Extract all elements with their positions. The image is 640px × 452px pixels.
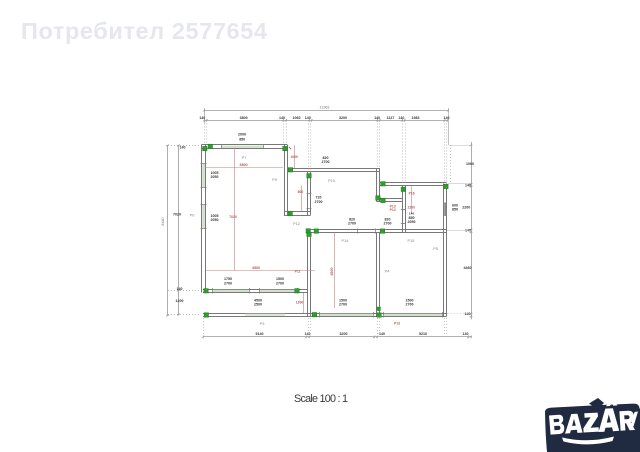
svg-text:5210: 5210 bbox=[419, 332, 427, 336]
svg-text:140: 140 bbox=[305, 332, 311, 336]
svg-text:140: 140 bbox=[305, 116, 311, 120]
svg-text:P9: P9 bbox=[272, 177, 277, 182]
svg-text:3800: 3800 bbox=[240, 116, 248, 120]
svg-text:1500: 1500 bbox=[406, 298, 414, 302]
svg-text:140: 140 bbox=[444, 116, 450, 120]
svg-text:2700: 2700 bbox=[339, 303, 347, 307]
svg-text:P5: P5 bbox=[433, 246, 438, 251]
svg-text:1005: 1005 bbox=[211, 214, 219, 218]
svg-text:1983: 1983 bbox=[412, 116, 420, 120]
svg-text:4500: 4500 bbox=[252, 266, 260, 270]
svg-text:P16: P16 bbox=[409, 191, 415, 195]
svg-text:140: 140 bbox=[177, 287, 183, 291]
svg-text:2000: 2000 bbox=[238, 132, 246, 136]
svg-text:P15: P15 bbox=[408, 238, 415, 243]
svg-text:1060: 1060 bbox=[290, 155, 298, 159]
svg-text:140: 140 bbox=[379, 332, 385, 336]
svg-text:1060: 1060 bbox=[466, 162, 474, 166]
svg-text:2700: 2700 bbox=[348, 221, 356, 225]
svg-text:1200: 1200 bbox=[176, 299, 184, 303]
svg-text:1005: 1005 bbox=[211, 171, 219, 175]
svg-text:140: 140 bbox=[409, 211, 414, 215]
svg-text:2050: 2050 bbox=[211, 175, 219, 179]
svg-text:1060: 1060 bbox=[293, 116, 301, 120]
svg-text:4460: 4460 bbox=[464, 266, 472, 270]
svg-text:140: 140 bbox=[180, 145, 186, 149]
svg-text:7020: 7020 bbox=[173, 213, 181, 217]
svg-text:3200: 3200 bbox=[339, 116, 347, 120]
svg-text:2200: 2200 bbox=[462, 205, 470, 209]
svg-text:140: 140 bbox=[279, 116, 285, 120]
svg-text:P14: P14 bbox=[342, 238, 350, 243]
svg-text:P12: P12 bbox=[293, 221, 300, 226]
svg-text:2700: 2700 bbox=[276, 281, 284, 285]
svg-text:140: 140 bbox=[374, 116, 380, 120]
svg-text:1500: 1500 bbox=[339, 298, 347, 302]
svg-text:850: 850 bbox=[409, 216, 415, 220]
svg-text:820: 820 bbox=[349, 217, 355, 221]
svg-text:1500: 1500 bbox=[276, 277, 284, 281]
svg-text:P12: P12 bbox=[390, 208, 396, 212]
svg-text:2700: 2700 bbox=[315, 200, 323, 204]
svg-text:P13: P13 bbox=[394, 321, 400, 325]
svg-text:850: 850 bbox=[452, 208, 458, 212]
svg-text:P6: P6 bbox=[190, 212, 195, 217]
svg-text:140: 140 bbox=[199, 116, 205, 120]
svg-text:820: 820 bbox=[385, 217, 391, 221]
svg-text:11963: 11963 bbox=[320, 106, 330, 110]
svg-text:P7: P7 bbox=[242, 155, 247, 160]
svg-text:2700: 2700 bbox=[224, 281, 232, 285]
svg-text:P3: P3 bbox=[260, 321, 265, 326]
svg-text:140: 140 bbox=[398, 116, 404, 120]
svg-text:2050: 2050 bbox=[211, 218, 219, 222]
svg-text:140: 140 bbox=[465, 183, 471, 187]
svg-text:140: 140 bbox=[463, 332, 469, 336]
svg-text:P13: P13 bbox=[390, 205, 396, 209]
svg-text:1750: 1750 bbox=[224, 277, 232, 281]
svg-text:3200: 3200 bbox=[340, 332, 348, 336]
svg-text:2700: 2700 bbox=[406, 303, 414, 307]
svg-text:P10: P10 bbox=[328, 178, 336, 183]
svg-text:8440: 8440 bbox=[161, 217, 165, 225]
svg-text:P4: P4 bbox=[385, 268, 391, 273]
svg-text:2700: 2700 bbox=[384, 221, 392, 225]
svg-text:2050: 2050 bbox=[408, 220, 416, 224]
svg-text:5140: 5140 bbox=[256, 332, 264, 336]
svg-text:4500: 4500 bbox=[254, 298, 262, 302]
svg-text:1200: 1200 bbox=[296, 300, 304, 304]
svg-text:3800: 3800 bbox=[239, 163, 247, 167]
svg-text:2700: 2700 bbox=[322, 160, 330, 164]
svg-text:2200: 2200 bbox=[408, 206, 416, 210]
svg-text:P11: P11 bbox=[295, 269, 301, 273]
svg-text:4500: 4500 bbox=[330, 267, 334, 275]
svg-text:2500: 2500 bbox=[254, 303, 262, 307]
svg-text:7020: 7020 bbox=[229, 215, 237, 219]
svg-text:600: 600 bbox=[452, 203, 458, 207]
svg-text:720: 720 bbox=[316, 195, 322, 199]
svg-text:800: 800 bbox=[298, 190, 304, 194]
svg-text:1127: 1127 bbox=[387, 116, 395, 120]
svg-text:820: 820 bbox=[323, 156, 329, 160]
svg-text:850: 850 bbox=[239, 137, 245, 141]
